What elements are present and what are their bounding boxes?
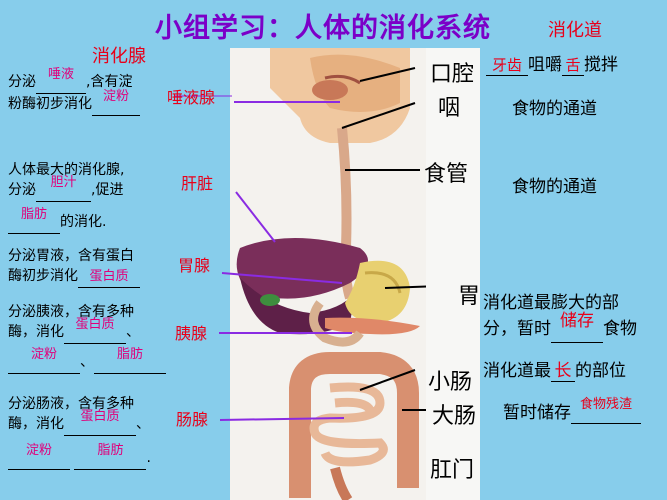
- header-digestive-tract: 消化道: [548, 20, 602, 41]
- bile-answer: 胆汁: [50, 175, 77, 190]
- protein-answer-pancreas: 蛋白质: [75, 317, 115, 332]
- starch-answer-intestine: 淀粉: [25, 443, 52, 458]
- digestive-system-illustration: [230, 48, 430, 500]
- organ-label-anus: 肛门: [430, 458, 475, 483]
- organ-label-small-intestine: 小肠: [428, 370, 473, 395]
- tract-label-panel: [426, 48, 480, 500]
- esophagus-description: 食物的通道: [512, 177, 597, 197]
- organ-label-mouth: 口腔: [430, 62, 475, 87]
- store-answer: 储存: [560, 311, 594, 331]
- teeth-answer: 牙齿: [491, 56, 522, 74]
- organ-label-pharynx: 咽: [438, 96, 461, 121]
- starch-answer-pancreas: 淀粉: [30, 347, 57, 362]
- stomach-description: 消化道最膨大的部 分，暂时储存食物: [483, 290, 637, 343]
- intestine-gland-text: 分泌肠液，含有多种 酶，消化蛋白质、 淀粉 脂肪.: [8, 394, 151, 470]
- page-title: 小组学习：人体的消化系统: [155, 13, 491, 44]
- large-intestine-description: 暂时储存食物残渣: [503, 397, 641, 424]
- organ-label-esophagus: 食管: [424, 162, 469, 187]
- gland-label-saliva: 唾液腺: [167, 88, 216, 107]
- liver-text: 人体最大的消化腺, 分泌胆汁,促进 脂肪的消化.: [8, 160, 124, 234]
- gland-label-liver: 肝脏: [181, 174, 214, 193]
- fat-answer-liver: 脂肪: [20, 207, 47, 222]
- gland-label-pancreas: 胰腺: [175, 324, 208, 343]
- protein-answer-intestine: 蛋白质: [80, 409, 120, 424]
- saliva-gland-text: 分泌唾液,含有淀 粉酶初步消化淀粉: [8, 67, 140, 116]
- gland-label-stomach: 胃腺: [178, 256, 211, 275]
- starch-answer: 淀粉: [102, 89, 129, 104]
- fat-answer-intestine: 脂肪: [97, 443, 124, 458]
- mouth-description: 牙齿咀嚼舌搅拌: [486, 50, 618, 76]
- longest-answer: 长: [554, 361, 572, 381]
- header-digestive-glands: 消化腺: [92, 46, 146, 67]
- tongue-answer: 舌: [565, 56, 581, 74]
- residue-answer: 食物残渣: [579, 397, 632, 412]
- protein-answer-stomach: 蛋白质: [89, 269, 129, 284]
- pharynx-description: 食物的通道: [512, 99, 597, 119]
- small-intestine-description: 消化道最长的部位: [483, 356, 626, 382]
- stomach-gland-text: 分泌胃液，含有蛋白 酶初步消化蛋白质: [8, 246, 140, 288]
- organ-label-stomach: 胃: [458, 284, 481, 309]
- fat-answer-pancreas: 脂肪: [116, 347, 143, 362]
- gland-label-intestine: 肠腺: [176, 410, 209, 429]
- organ-label-large-intestine: 大肠: [432, 404, 477, 429]
- saliva-answer: 唾液: [47, 67, 74, 82]
- pancreas-text: 分泌胰液，含有多种 酶，消化蛋白质、 淀粉、脂肪: [8, 302, 166, 374]
